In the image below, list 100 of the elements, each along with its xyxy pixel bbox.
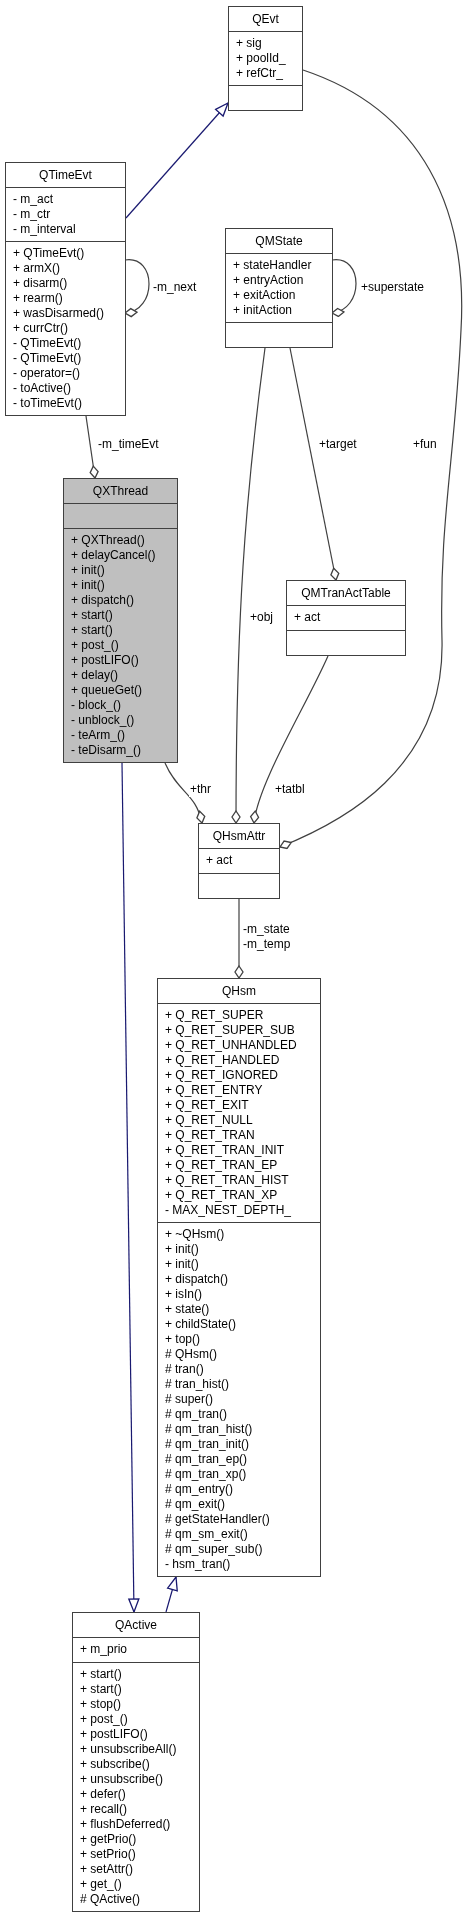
method-name: + currCtr() [13,321,68,336]
method-name: # qm_sm_exit() [165,1527,248,1542]
method-name: # QHsm() [165,1347,217,1362]
inheritance-arrow [121,762,140,1613]
method-name: + QTimeEvt() [13,246,85,261]
method-name: - operator=() [13,366,81,381]
attribute-name: + act [206,853,233,868]
method-name: # qm_exit() [165,1497,226,1512]
method-name: + init() [165,1242,199,1257]
attribute-name: + sig [236,36,262,51]
attribute-name: + exitAction [233,288,296,303]
class-box [72,1612,200,1912]
method-name: # qm_tran() [165,1407,228,1422]
aggregation-line [234,898,244,979]
method-name: + queueGet() [71,683,143,698]
method-name: + post_() [71,638,119,653]
aggregation-line [331,259,357,317]
method-name: + start() [71,623,113,638]
attribute-name: + Q_RET_IGNORED [165,1068,279,1083]
attribute-name: + act [294,610,321,625]
method-name: # QActive() [80,1892,140,1907]
method-name: + start() [71,608,113,623]
method-name: + recall() [80,1802,127,1817]
method-name: - unblock_() [71,713,135,728]
method-name: - QTimeEvt() [13,351,82,366]
attribute-name: + Q_RET_HANDLED [165,1053,280,1068]
class-name: QMState [255,233,303,249]
aggregation-line [231,347,266,824]
method-name: + start() [80,1667,122,1682]
method-name: # qm_tran_hist() [165,1422,253,1437]
method-name: - toActive() [13,381,71,396]
aggregation-line [279,69,463,849]
edge-label: -m_timeEvt [97,437,160,452]
class-box [198,823,280,899]
method-name: + setAttr() [80,1862,133,1877]
class-name: QEvt [252,11,279,27]
method-name: # qm_tran_ep() [165,1452,248,1467]
method-name: + dispatch() [165,1272,229,1287]
aggregation-line [124,259,150,317]
method-name: + setPrio() [80,1847,136,1862]
method-name: + getPrio() [80,1832,137,1847]
method-name: # tran() [165,1362,204,1377]
method-name: + init() [165,1257,199,1272]
class-name: QXThread [92,483,149,499]
method-name: + post_() [80,1712,128,1727]
attribute-name: + Q_RET_NULL [165,1113,253,1128]
class-name: QTimeEvt [39,167,92,183]
method-name: + disarm() [13,276,68,291]
inheritance-arrow [125,102,229,219]
class-box [157,978,321,1577]
edge-label: +obj [249,610,275,625]
method-name: + get_() [80,1877,122,1892]
method-name: + delay() [71,668,119,683]
method-name: + QXThread() [71,533,145,548]
method-name: # getStateHandler() [165,1512,270,1527]
class-name: QMTranActTable [301,585,391,601]
attribute-name: - MAX_NEST_DEPTH_ [165,1203,292,1218]
attribute-name: + initAction [233,303,293,318]
class-box [225,228,333,348]
class-name: QHsmAttr [212,828,266,844]
edge-label: +thr [189,782,212,797]
method-name: + wasDisarmed() [13,306,105,321]
class-name: QHsm [222,983,256,999]
method-name: + init() [71,563,105,578]
method-name: - block_() [71,698,121,713]
method-name: + state() [165,1302,210,1317]
attribute-name: + Q_RET_UNHANDLED [165,1038,297,1053]
method-name: + postLIFO() [71,653,139,668]
class-name: QActive [115,1617,157,1633]
attribute-name: + Q_RET_EXIT [165,1098,249,1113]
method-name: # qm_super_sub() [165,1542,263,1557]
method-name: - teDisarm_() [71,743,141,758]
method-name: # tran_hist() [165,1377,230,1392]
method-name: + init() [71,578,105,593]
aggregation-line [250,655,329,824]
method-name: + isIn() [165,1287,202,1302]
attribute-name: - m_ctr [13,207,51,222]
method-name: + stop() [80,1697,121,1712]
class-box [286,580,406,656]
method-name: + childState() [165,1317,237,1332]
method-name: + subscribe() [80,1757,150,1772]
attribute-name: + m_prio [80,1642,128,1657]
attribute-name: + Q_RET_TRAN_HIST [165,1173,289,1188]
attribute-name: + Q_RET_ENTRY [165,1083,263,1098]
attribute-name: + refCtr_ [236,66,283,81]
class-box [63,478,178,763]
attribute-name: + Q_RET_TRAN_XP [165,1188,278,1203]
method-name: # qm_tran_xp() [165,1467,247,1482]
attribute-name: + Q_RET_TRAN [165,1128,255,1143]
method-name: # qm_entry() [165,1482,234,1497]
method-name: - toTimeEvt() [13,396,82,411]
aggregation-line [289,347,340,581]
aggregation-line [85,415,99,479]
class-box [228,6,303,111]
method-name: - teArm_() [71,728,125,743]
method-name: - hsm_tran() [165,1557,231,1572]
method-name: + armX() [13,261,60,276]
attribute-name: - m_interval [13,222,76,237]
method-name: # super() [165,1392,214,1407]
method-name: + defer() [80,1787,126,1802]
